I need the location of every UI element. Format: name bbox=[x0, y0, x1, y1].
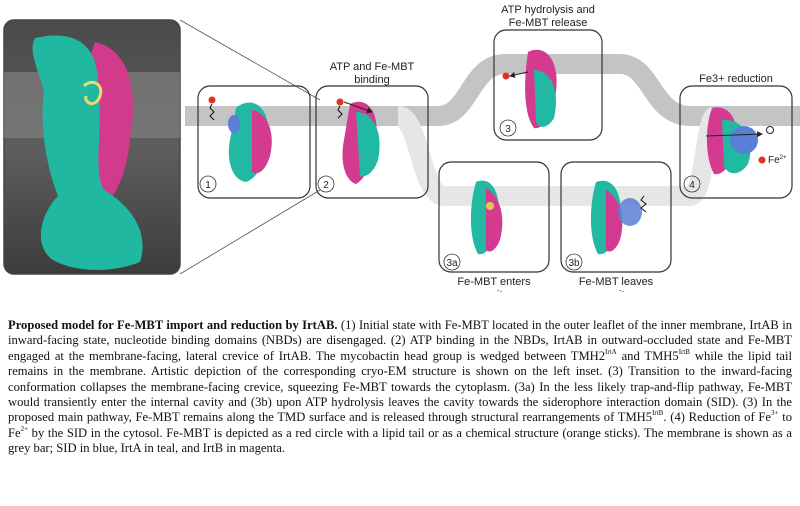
panel-3a-number: 3a bbox=[446, 258, 458, 269]
panel-2: 2 bbox=[315, 85, 429, 199]
cryo-em-inset bbox=[3, 19, 181, 275]
caption-text-2: and TMH5 bbox=[616, 348, 679, 363]
caption-text-6: by the SID in the cytosol. Fe-MBT is dep… bbox=[8, 425, 792, 456]
figure-illustration: 1 2 ATP and Fe-MBT binding 3 ATP hydroly… bbox=[3, 4, 800, 292]
panel-3a: 3a bbox=[438, 161, 550, 273]
inset-fe-mbt-sticks bbox=[82, 80, 103, 105]
caption-sup-fe3: 3+ bbox=[771, 409, 779, 418]
membrane-bar-main bbox=[185, 54, 800, 126]
caption-sup-irta: IrtA bbox=[605, 347, 617, 356]
caption-text-1: (1) Initial state with Fe-MBT located in… bbox=[8, 318, 792, 363]
fe-label: Fe2+ bbox=[768, 155, 787, 166]
inset-irta-teal bbox=[32, 35, 143, 270]
caption-text-3: while the lipid tail remains in the memb… bbox=[8, 348, 792, 425]
label-atp-hydrolysis-2: Fe-MBT release bbox=[509, 17, 588, 29]
label-atp-binding-2: binding bbox=[354, 74, 389, 86]
label-leaves-cavity-1: Fe-MBT leaves bbox=[579, 276, 654, 288]
inset-guide-bottom bbox=[179, 189, 321, 275]
label-atp-binding-1: ATP and Fe-MBT bbox=[330, 61, 415, 73]
panel-1: 1 bbox=[197, 85, 311, 199]
caption-sup-irtb-2: IrtB bbox=[652, 409, 664, 418]
panel-3b-number: 3b bbox=[568, 258, 580, 269]
caption-sup-fe2: 2+ bbox=[20, 424, 29, 433]
label-leaves-cavity-2: cavity bbox=[602, 289, 631, 292]
inset-guide-top bbox=[179, 19, 321, 101]
caption-sup-irtb: IrtB bbox=[678, 347, 690, 356]
label-fe3-reduction: Fe3+ reduction bbox=[699, 73, 773, 85]
label-atp-hydrolysis-1: ATP hydrolysis and bbox=[501, 4, 595, 16]
panel-1-number: 1 bbox=[205, 180, 211, 191]
panel-4-number: 4 bbox=[689, 180, 695, 191]
label-enters-cavity-2: cavity bbox=[480, 289, 509, 292]
membrane-bar-lower bbox=[395, 106, 723, 206]
panel-2-number: 2 bbox=[323, 180, 329, 191]
caption-text-4: . (4) Reduction of Fe bbox=[663, 410, 771, 425]
label-enters-cavity-1: Fe-MBT enters bbox=[457, 276, 531, 288]
panel-3: 3 bbox=[493, 29, 603, 141]
figure-caption: Proposed model for Fe-MBT import and red… bbox=[8, 318, 792, 457]
panel-4: Fe2+ 4 bbox=[679, 85, 793, 199]
panel-3b: 3b bbox=[560, 161, 672, 273]
caption-title: Proposed model for Fe-MBT import and red… bbox=[8, 318, 338, 332]
caption-text-5: to Fe bbox=[8, 410, 792, 440]
panel-3-number: 3 bbox=[505, 124, 511, 135]
